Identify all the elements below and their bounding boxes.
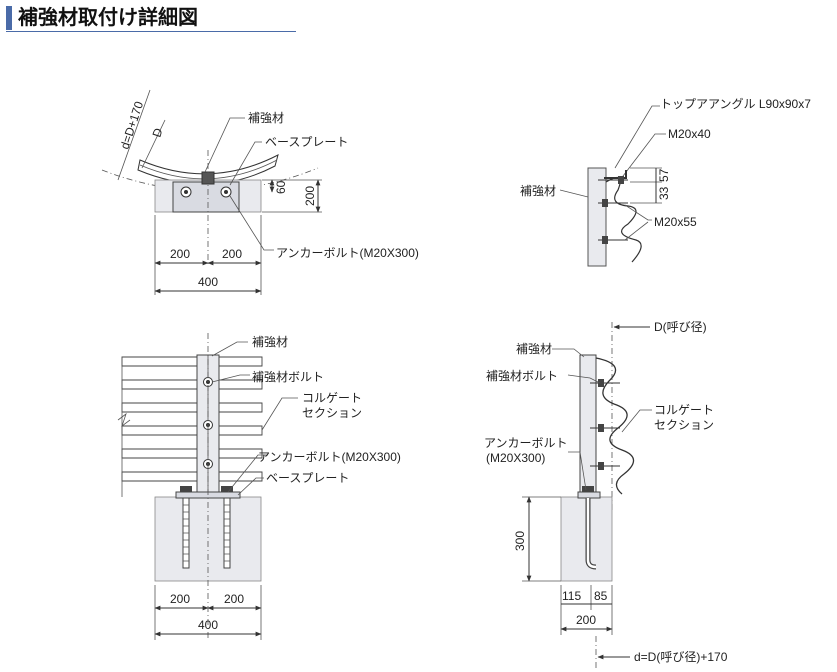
dim-200v: 200 bbox=[303, 186, 317, 206]
label-side-anchor-size: (M20X300) bbox=[486, 451, 545, 465]
corrugation-ribs bbox=[117, 356, 263, 497]
side-corrugation bbox=[605, 176, 642, 263]
label-front-anchor: アンカーボルト(M20X300) bbox=[258, 450, 401, 464]
label-front-stiffener: 補強材 bbox=[252, 335, 288, 349]
header-underline bbox=[6, 31, 296, 32]
dim-side-85: 85 bbox=[594, 589, 608, 603]
label-side-section: セクション bbox=[654, 418, 714, 432]
side-section-bolts bbox=[590, 379, 620, 470]
dim-200a: 200 bbox=[170, 247, 190, 261]
label-m20x40: M20x40 bbox=[668, 127, 711, 141]
front-elevation: 補強材 補強材ボルト コルゲート セクション アンカーボルト(M20X300) … bbox=[117, 333, 401, 640]
stiffener-side bbox=[579, 354, 597, 496]
label-front-corrugate: コルゲート bbox=[302, 391, 362, 405]
outer-curve-line bbox=[101, 167, 319, 191]
dim-400: 400 bbox=[198, 275, 218, 289]
label-side-stiffener: 補強材 bbox=[520, 184, 556, 198]
dim-side-200: 200 bbox=[576, 613, 596, 627]
dim-front-200a: 200 bbox=[170, 592, 190, 606]
anchor-bolts-front bbox=[180, 486, 233, 569]
label-D-nominal: D(呼び径) bbox=[654, 320, 707, 334]
label-base-plate: ベースプレート bbox=[265, 135, 348, 149]
plan-view: d=D+170 D 補強材 ベースプレート アンカーボルト(M20X300) 6… bbox=[101, 89, 419, 295]
dim-side-300: 300 bbox=[513, 531, 527, 551]
dim-front-400: 400 bbox=[198, 618, 218, 632]
dim-side-115: 115 bbox=[562, 589, 581, 603]
label-anchor-bolt: アンカーボルト(M20X300) bbox=[276, 246, 419, 260]
label-side-anchor: アンカーボルト bbox=[484, 436, 568, 450]
header-accent-bar bbox=[6, 6, 12, 30]
base-plate-plan bbox=[172, 181, 240, 213]
dim-D-label: D bbox=[150, 126, 166, 139]
label-front-bolt: 補強材ボルト bbox=[252, 370, 324, 384]
page-title: 補強材取付け詳細図 bbox=[18, 7, 198, 29]
dim-60: 60 bbox=[274, 180, 288, 194]
label-front-section: セクション bbox=[302, 406, 362, 420]
label-side-stiffener-b: 補強材 bbox=[516, 342, 552, 356]
side-stiffener bbox=[587, 167, 607, 267]
dim-200b: 200 bbox=[222, 247, 242, 261]
label-m20x55: M20x55 bbox=[654, 215, 697, 229]
dim-33: 33 bbox=[657, 186, 671, 200]
label-side-bolt: 補強材ボルト bbox=[486, 369, 558, 383]
side-section: D(呼び径) 補強材 補強材ボルト コルゲート セクション アンカーボルト bbox=[484, 320, 728, 668]
dim-d-label: d=D+170 bbox=[118, 99, 147, 151]
dim-57: 57 bbox=[657, 168, 671, 182]
label-side-corrugate: コルゲート bbox=[654, 403, 714, 417]
label-top-angle: トップアアングル L90x90x7 bbox=[660, 97, 811, 111]
section-header: 補強材取付け詳細図 bbox=[6, 6, 296, 32]
dim-front-200b: 200 bbox=[224, 592, 244, 606]
label-d-total: d=D(呼び径)+170 bbox=[634, 650, 728, 664]
side-detail: トップアアングル L90x90x7 M20x40 補強材 M20x55 57 3… bbox=[520, 97, 811, 267]
label-stiffener: 補強材 bbox=[248, 111, 284, 125]
label-front-baseplate: ベースプレート bbox=[266, 471, 349, 485]
side-bolts bbox=[598, 176, 628, 244]
